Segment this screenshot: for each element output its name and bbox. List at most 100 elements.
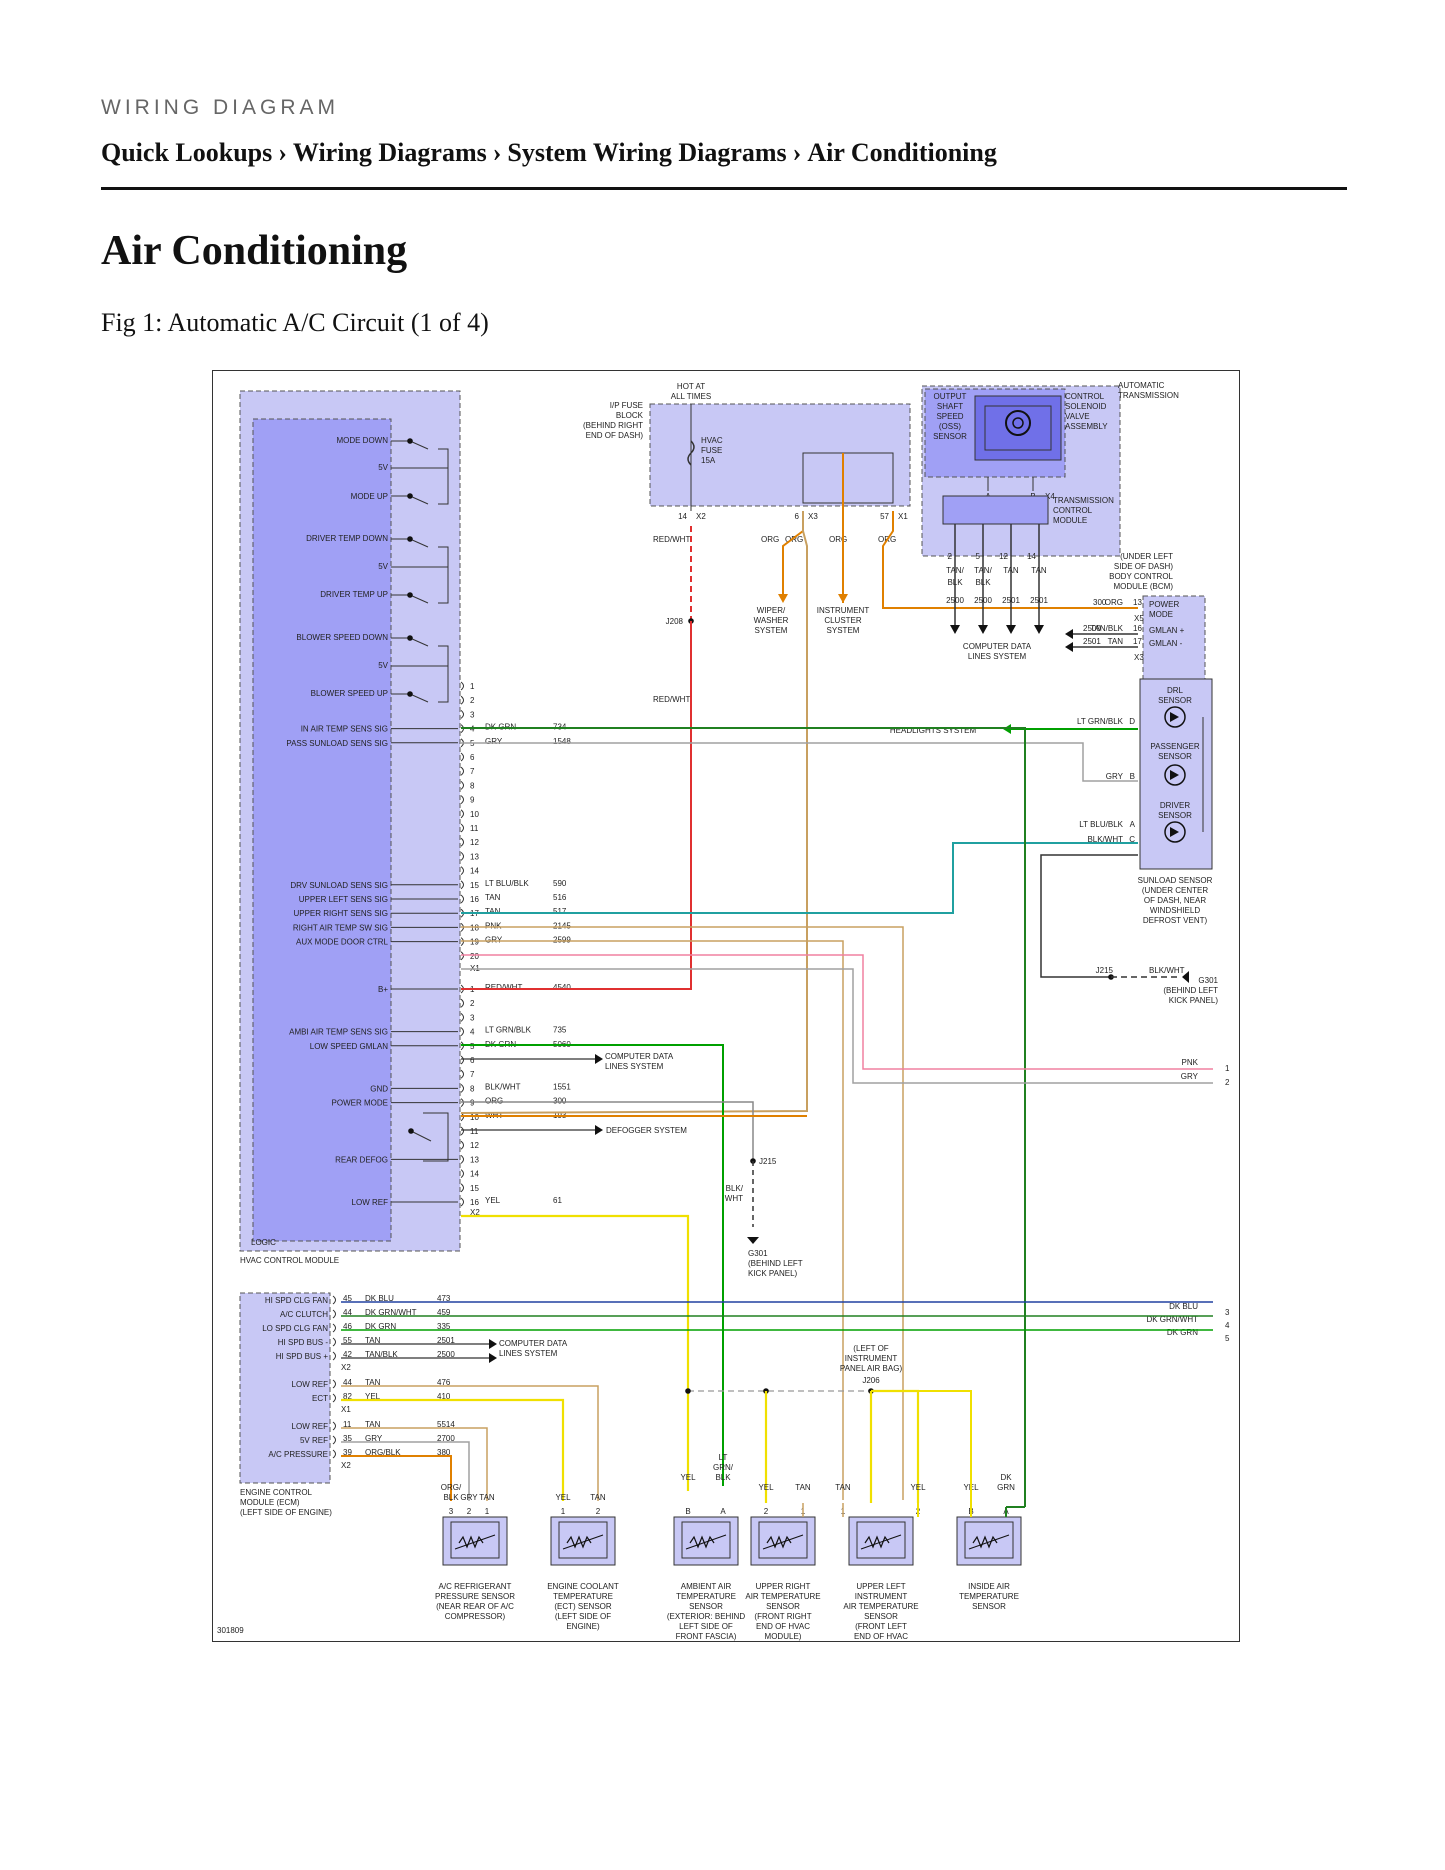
switch-bus <box>438 448 449 505</box>
photodiode-icon <box>1170 827 1179 837</box>
sensor-wire-label: TAN <box>795 1483 811 1492</box>
fuse-wire-color: RED/WHT <box>653 695 690 704</box>
defog-switch-contact <box>410 1130 432 1142</box>
fuse-block-label: I/P FUSE <box>610 401 643 410</box>
acp-sensor-label: (NEAR REAR OF A/C <box>436 1602 514 1611</box>
wire-circuit-label: 61 <box>553 1196 562 1205</box>
drl-sensor-label: DRL <box>1167 686 1184 695</box>
solenoid-label: SOLENOID <box>1065 402 1107 411</box>
ecm-signal-label: LOW REF <box>292 1422 329 1431</box>
sensor-pin-label: A <box>720 1507 726 1516</box>
upper-left-sensor-label: SENSOR <box>864 1612 898 1621</box>
wire-color-label: BLK/ <box>726 1184 744 1193</box>
transmission-title: AUTOMATIC <box>1118 381 1165 390</box>
wire-circuit-label: 516 <box>553 893 567 902</box>
wire-color-label: TAN <box>485 893 501 902</box>
wire-color-label: YEL <box>365 1392 381 1401</box>
right-exit-number: 2 <box>1225 1078 1230 1087</box>
connector-pin-icon <box>332 1393 336 1403</box>
sunload-sensor-label: SUNLOAD SENSOR <box>1138 876 1213 885</box>
gear-icon <box>1005 410 1031 436</box>
ambient-sensor-label: AMBIENT AIR <box>681 1582 732 1591</box>
wire-color-label: TAN <box>365 1420 381 1429</box>
connector-pin-icon <box>332 1323 336 1333</box>
sunload-pin-letter: A <box>1130 820 1136 829</box>
upper-left-sensor-label: AIR TEMPERATURE <box>843 1602 918 1611</box>
splice-label: J215 <box>759 1157 777 1166</box>
thermistor-arrow <box>562 1534 604 1550</box>
breadcrumb-item[interactable]: System Wiring Diagrams <box>507 138 787 167</box>
connector-pin-number: 3 <box>470 1013 475 1022</box>
breadcrumb-item[interactable]: Quick Lookups <box>101 138 273 167</box>
switch-label: MODE UP <box>351 492 388 501</box>
upper-right-sensor-inner <box>758 1521 808 1559</box>
defogger-label: DEFOGGER SYSTEM <box>606 1126 687 1135</box>
green-wire <box>461 1044 724 1486</box>
connector-pin-number: 12 <box>470 1141 479 1150</box>
upper-right-sensor-label: AIR TEMPERATURE <box>745 1592 820 1601</box>
connector-pin-icon <box>460 1155 464 1164</box>
arrow-icon <box>595 1054 603 1064</box>
sensor-pin-label: 3 <box>449 1507 454 1516</box>
gear-icon <box>1012 417 1024 429</box>
ect-sensor-label: TEMPERATURE <box>553 1592 613 1601</box>
red-wire <box>461 621 692 990</box>
breadcrumb-separator: › <box>492 138 502 167</box>
computer-data-label: LINES SYSTEM <box>968 652 1027 661</box>
header-divider <box>101 187 1347 190</box>
breadcrumb-item[interactable]: Air Conditioning <box>807 138 997 167</box>
sensor-pin-label: 1 <box>485 1507 490 1516</box>
connector-pin-number: 20 <box>470 952 479 961</box>
connector-pin-icon <box>460 1183 464 1193</box>
connector-id: X5 <box>1134 614 1144 623</box>
sensor-wire-label: YEL <box>758 1483 774 1492</box>
breadcrumb: Quick Lookups›Wiring Diagrams›System Wir… <box>101 138 997 168</box>
arrow-icon <box>838 594 848 603</box>
photodiode-icon <box>1164 821 1186 843</box>
sunload-sensor-label: WINDSHIELD <box>1150 906 1200 915</box>
fuse-pin-number: 14 <box>678 512 687 521</box>
switch-label: 5V <box>378 463 388 472</box>
fuse-connector-id: X1 <box>898 512 908 521</box>
upper-left-sensor-label: UPPER LEFT <box>856 1582 905 1591</box>
pin-signal-label: LOW REF <box>352 1198 389 1207</box>
ecm-pin-number: 44 <box>343 1378 352 1387</box>
arrow-icon <box>1006 625 1016 634</box>
fuse-block-box <box>649 403 911 507</box>
sensor-wire-label: YEL <box>910 1483 926 1492</box>
acp-sensor-box <box>442 1516 508 1566</box>
ground-label: KICK PANEL) <box>1169 996 1219 1005</box>
breadcrumb-item[interactable]: Wiring Diagrams <box>292 138 487 167</box>
connector-pin-icon <box>460 1027 464 1036</box>
connector-pin-icon <box>460 681 464 691</box>
upper-right-sensor-box <box>750 1516 816 1566</box>
ground-label: G301 <box>1198 976 1218 985</box>
ecm-signal-label: HI SPD BUS - <box>278 1338 329 1347</box>
wire-circuit-label: 335 <box>437 1322 451 1331</box>
right-exit-color: PNK <box>1182 1058 1199 1067</box>
wire-color-label: ORG <box>485 1097 503 1106</box>
bcm-signal-label: GMLAN + <box>1149 626 1185 635</box>
upper-right-sensor-label: UPPER RIGHT <box>756 1582 811 1591</box>
sunload-pin-letter: C <box>1129 835 1135 844</box>
connector-pin-number: 7 <box>470 767 475 776</box>
connector-pin-number: 8 <box>470 1084 475 1093</box>
wire-color-label: LT GRN/BLK <box>485 1026 532 1035</box>
wire-color-label: YEL <box>485 1196 501 1205</box>
cluster-system-label: SYSTEM <box>827 626 860 635</box>
tcm-label: TRANSMISSION <box>1053 496 1114 505</box>
wire-circuit-label: 2500 <box>437 1350 455 1359</box>
thermistor-icon <box>566 1535 592 1549</box>
bcm-signal-label: GMLAN - <box>1149 639 1183 648</box>
fuse-hot-label: ALL TIMES <box>671 392 711 401</box>
wire-circuit-label: 2501 <box>1083 637 1101 646</box>
document-kicker: WIRING DIAGRAM <box>101 96 339 119</box>
switch-label: BLOWER SPEED UP <box>311 689 388 698</box>
gray-wire <box>341 1441 470 1501</box>
connector-pin-number: 18 <box>470 923 479 932</box>
upper-left-sensor-label: INSTRUMENT <box>855 1592 908 1601</box>
connector-pin-icon <box>332 1449 336 1459</box>
connector-pin-number: 10 <box>470 1113 479 1122</box>
ambient-sensor-inner <box>681 1521 731 1559</box>
computer-data-label: COMPUTER DATA <box>499 1339 568 1348</box>
